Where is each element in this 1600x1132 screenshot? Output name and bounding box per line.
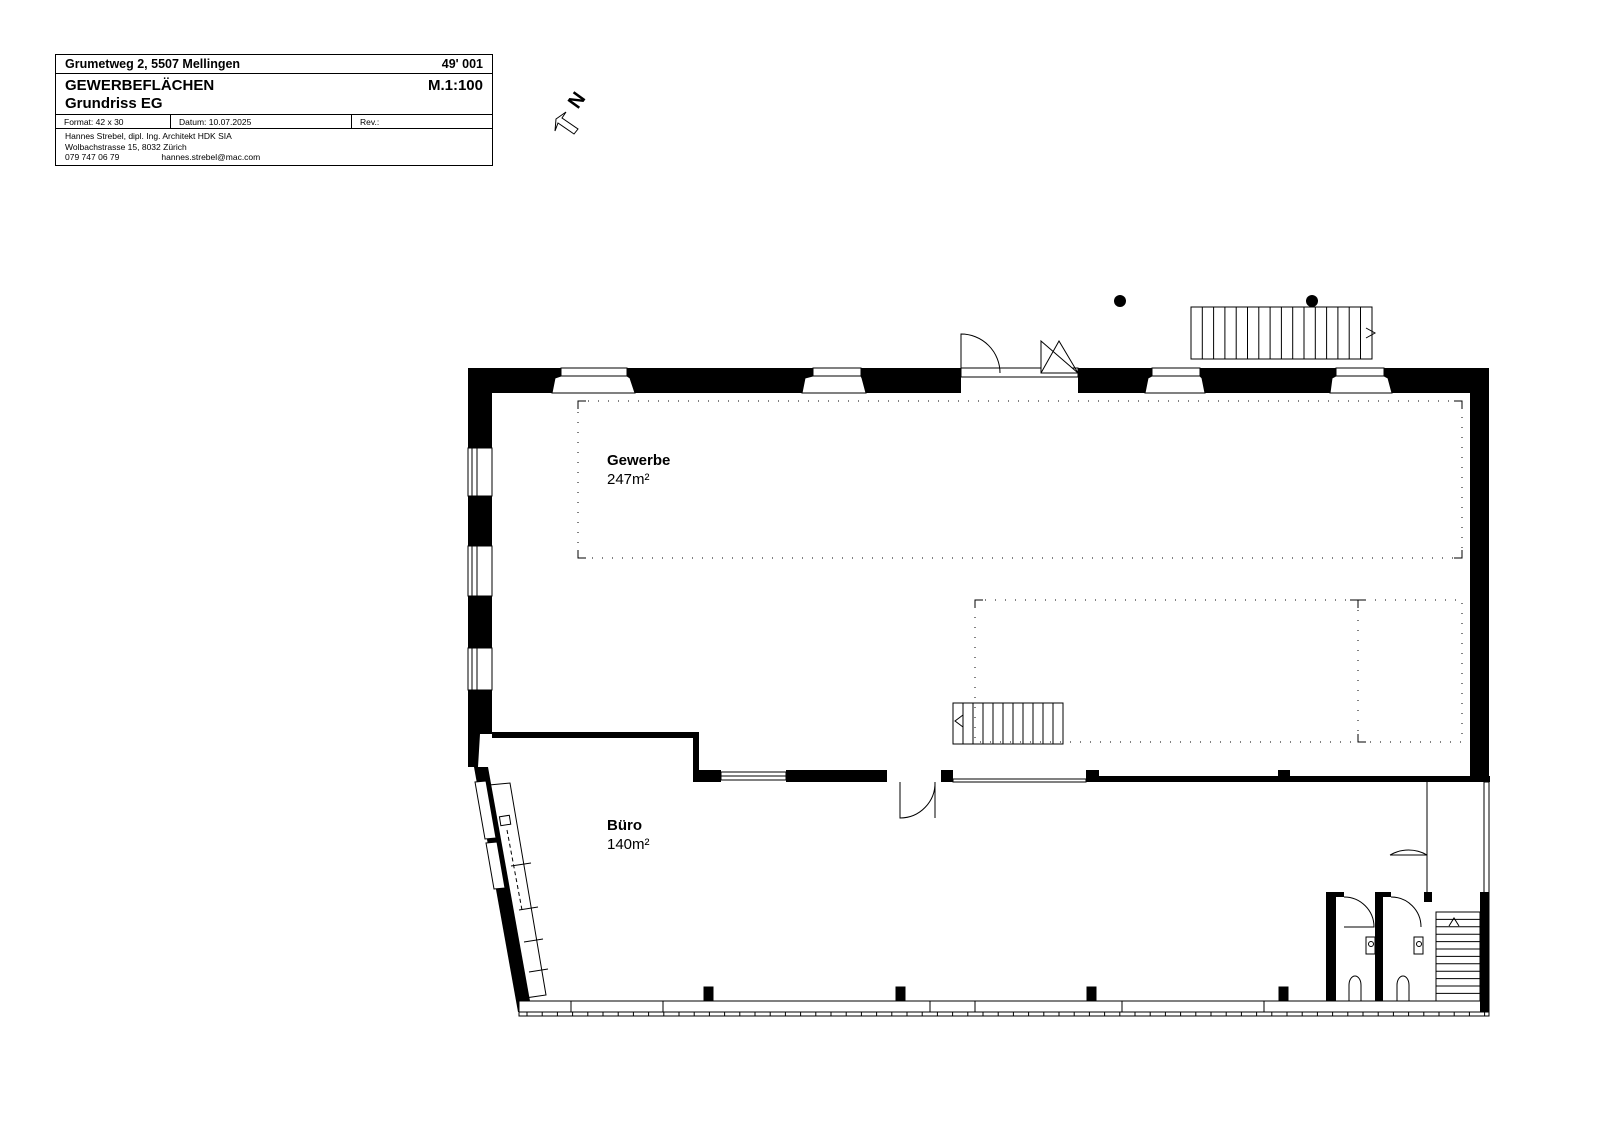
entrance-door [960, 333, 1080, 378]
room-name: Gewerbe [607, 452, 671, 469]
date-cell: Datum: 10.07.2025 [171, 114, 352, 129]
architect-street: Wolbachstrasse 15, 8032 Zürich [65, 141, 187, 152]
crane-rail-outline [577, 400, 1463, 743]
room-name: Büro [607, 817, 642, 834]
room-label-gewerbe: Gewerbe 247m² [607, 451, 670, 489]
architect-contact: 079 747 06 79 hannes.strebel@mac.com [65, 152, 483, 163]
room-label-buero: Büro 140m² [607, 816, 650, 854]
project-address: Grumetweg 2, 5507 Mellingen [65, 57, 241, 71]
architect-phone: 079 747 06 79 [65, 152, 120, 162]
south-wall [518, 986, 1490, 1017]
east-wall-lower [1480, 781, 1490, 1013]
kitchen-counter [488, 782, 549, 999]
toilet-block [1326, 782, 1432, 1001]
room-area: 247m² [607, 471, 650, 488]
exterior-column [1306, 295, 1318, 307]
title-block-header-row: Grumetweg 2, 5507 Mellingen 49' 001 [56, 55, 492, 74]
architect-info: Hannes Strebel, dipl. Ing. Architekt HDK… [56, 129, 492, 165]
north-windows [551, 367, 1393, 394]
north-wall [468, 368, 1489, 782]
north-arrow-icon: N [554, 88, 590, 135]
drawing-subtitle: Grundriss EG [65, 95, 163, 112]
partition-wall [492, 732, 1490, 782]
exterior-stair [1190, 306, 1377, 360]
project-number: 49' 001 [441, 57, 483, 71]
title-block-meta-row: Format: 42 x 30 Datum: 10.07.2025 Rev.: [56, 114, 492, 129]
title-block: Grumetweg 2, 5507 Mellingen 49' 001 GEWE… [55, 54, 493, 166]
crane-rail-corners [577, 400, 1463, 743]
drawing-title: GEWERBEFLÄCHEN [65, 77, 215, 94]
partition-openings [720, 771, 1087, 819]
architect-name: Hannes Strebel, dipl. Ing. Architekt HDK… [65, 131, 232, 141]
stairwell-stair [1435, 911, 1481, 1002]
drawing-scale: M.1:100 [427, 77, 483, 94]
room-area: 140m² [607, 836, 650, 853]
revision-cell: Rev.: [360, 116, 380, 127]
title-block-title-row: GEWERBEFLÄCHEN Grundriss EG M.1:100 [56, 74, 492, 115]
exterior-column [1114, 295, 1126, 307]
architect-email: hannes.strebel@mac.com [161, 152, 261, 162]
interior-stair [952, 702, 1064, 745]
format-cell: Format: 42 x 30 [56, 114, 171, 129]
north-label: N [564, 88, 590, 113]
